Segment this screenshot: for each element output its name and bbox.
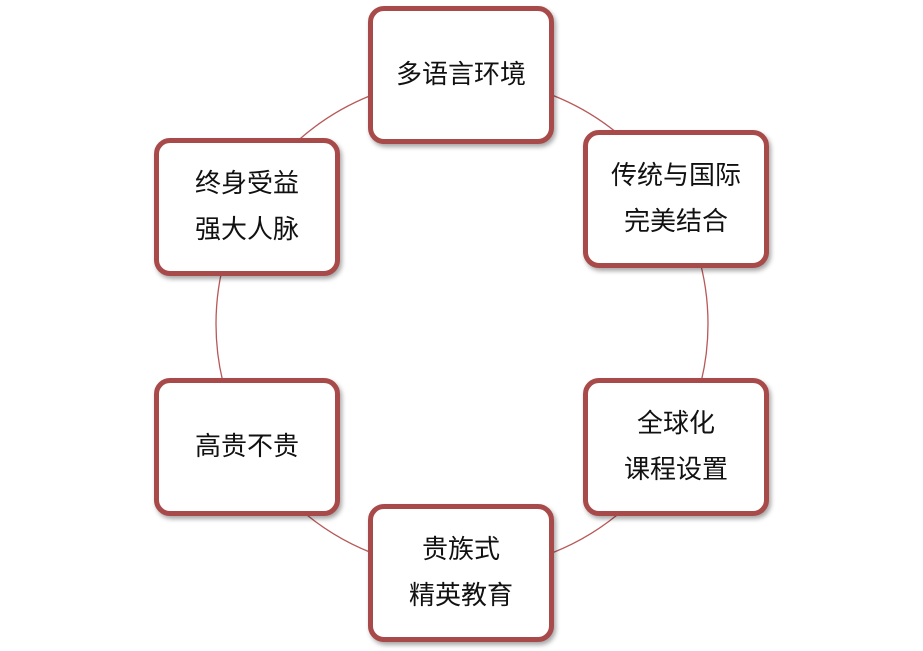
node-network-line-2: 强大人脉 bbox=[194, 215, 299, 245]
node-elite-line-1: 贵族式 bbox=[421, 535, 500, 565]
node-global-line-2: 课程设置 bbox=[623, 455, 728, 485]
node-global-line-1: 全球化 bbox=[636, 409, 715, 439]
node-affordable-quality: 高贵不贵 bbox=[154, 378, 340, 516]
node-lifelong-network: 终身受益 强大人脉 bbox=[154, 138, 340, 276]
node-affordable-line-1: 高贵不贵 bbox=[194, 432, 299, 462]
node-network-line-1: 终身受益 bbox=[194, 169, 299, 199]
node-tradition-line-2: 完美结合 bbox=[623, 207, 728, 237]
node-tradition-international: 传统与国际 完美结合 bbox=[583, 130, 769, 268]
node-multilingual-line-1: 多语言环境 bbox=[395, 60, 526, 90]
node-multilingual-environment: 多语言环境 bbox=[368, 6, 554, 144]
node-tradition-line-1: 传统与国际 bbox=[610, 161, 741, 191]
node-elite-line-2: 精英教育 bbox=[408, 581, 513, 611]
node-elite-education: 贵族式 精英教育 bbox=[368, 504, 554, 642]
node-global-curriculum: 全球化 课程设置 bbox=[583, 378, 769, 516]
